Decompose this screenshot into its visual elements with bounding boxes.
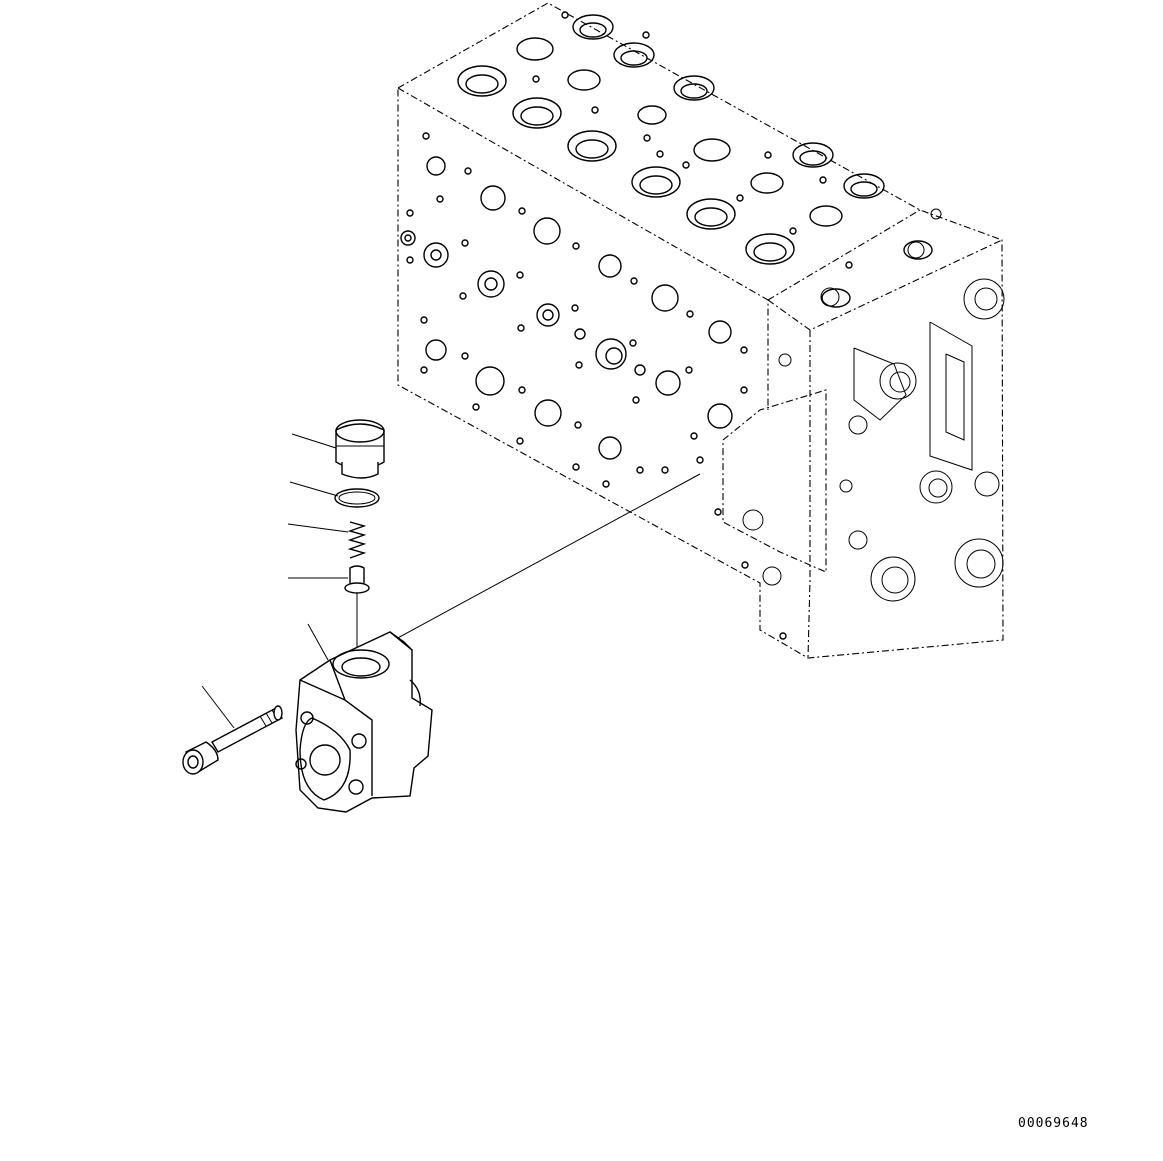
drawing-code: 00069648 xyxy=(1018,1116,1089,1131)
poppet xyxy=(344,565,370,594)
spring xyxy=(347,521,367,559)
valve-block-front-holes xyxy=(400,132,787,640)
plug xyxy=(335,419,385,479)
valve-block-top-holes xyxy=(457,11,933,308)
socket-bolt xyxy=(182,705,283,775)
o-ring xyxy=(334,488,380,508)
valve-block xyxy=(397,2,1005,659)
assembly-guide-line xyxy=(393,473,701,641)
leader-lines xyxy=(201,433,349,729)
valve-body xyxy=(295,631,433,813)
